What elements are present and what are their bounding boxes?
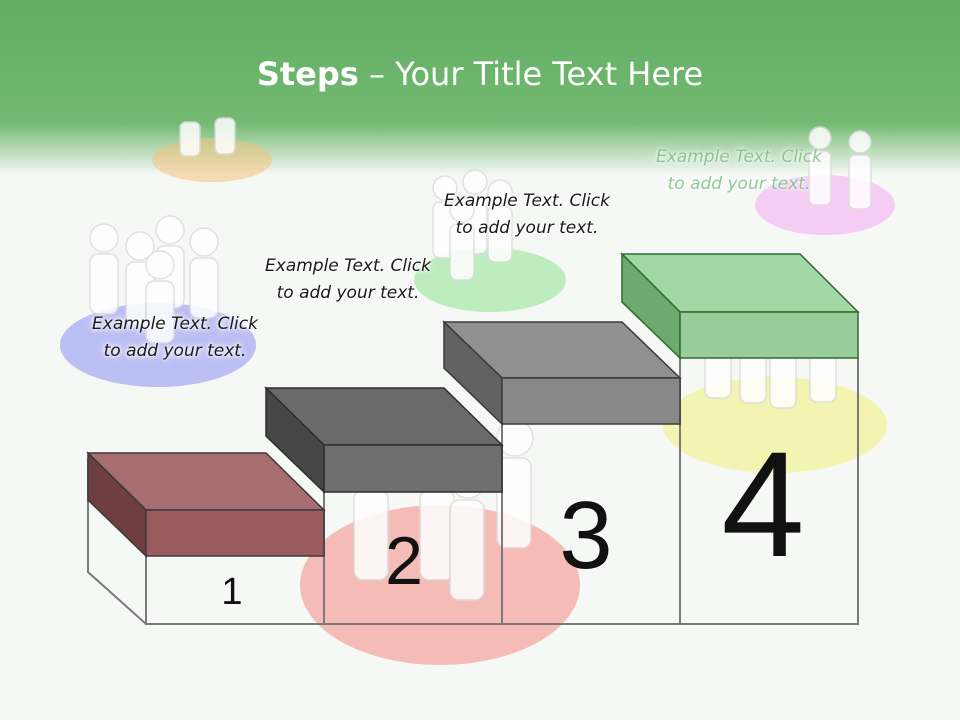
blue-disc <box>60 303 256 387</box>
slide-title[interactable]: Steps – Your Title Text Here <box>0 52 960 96</box>
step-number-2: 2 <box>385 523 423 599</box>
step-block-2[interactable] <box>264 386 504 494</box>
people-figures <box>89 117 872 601</box>
step-block-4[interactable] <box>620 252 860 360</box>
caption-step-4[interactable]: Example Text. Click to add your text. <box>656 147 822 194</box>
caption-step-2[interactable]: Example Text. Click to add your text. <box>265 256 431 303</box>
step-number-4: 4 <box>721 420 804 588</box>
orange-disc <box>152 138 272 182</box>
step-number-1: 1 <box>221 571 242 613</box>
step-number-3: 3 <box>559 482 612 589</box>
caption-step-1[interactable]: Example Text. Click to add your text. <box>92 314 258 361</box>
header-band <box>0 0 960 175</box>
step-block-1[interactable] <box>86 451 326 558</box>
title-bold: Steps <box>256 55 359 93</box>
caption-step-3[interactable]: Example Text. Click to add your text. <box>444 191 610 238</box>
step-block-3[interactable] <box>442 320 682 426</box>
title-rest: – Your Title Text Here <box>358 55 704 93</box>
